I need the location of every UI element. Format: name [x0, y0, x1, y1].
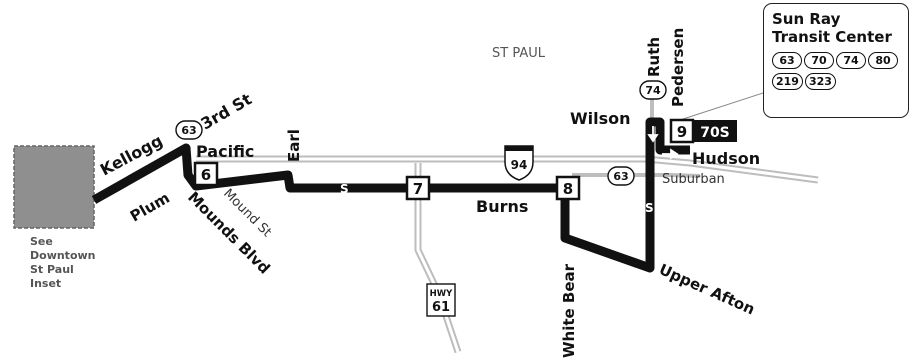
transit-center-route-badge[interactable]: 80: [868, 52, 898, 69]
hwy61-road-inner: [416, 163, 460, 353]
interstate-shield-icon: [504, 145, 534, 181]
hwy61-shield: HWY 61: [426, 283, 456, 317]
city-label: ST PAUL: [492, 46, 546, 61]
transit-center-route-badge[interactable]: 74: [836, 52, 866, 69]
transit-center-route-badge[interactable]: 323: [804, 73, 836, 90]
route-shield-ruth-74[interactable]: 74: [639, 80, 667, 100]
i94-shield: 94: [504, 145, 534, 181]
street-hudson: Hudson: [692, 149, 760, 168]
transit-center-route-badge[interactable]: 63: [772, 52, 802, 69]
street-wilson: Wilson: [570, 109, 631, 128]
street-3rd-st: 3rd St: [198, 89, 256, 133]
arrow-right-icon: [670, 148, 679, 160]
street-pedersen: Pedersen: [669, 28, 687, 107]
transit-center-callout-line: [679, 91, 767, 121]
stop-number: 9: [677, 123, 687, 141]
transit-center-routes: 63 70 74 80 219 323: [772, 52, 904, 90]
transit-center-title-line-2: Transit Center: [772, 28, 892, 46]
inset-note-line-4: Inset: [30, 277, 61, 290]
stop-number: 6: [201, 166, 211, 184]
street-burns: Burns: [476, 197, 528, 216]
inset-note-line-2: Downtown: [30, 249, 96, 262]
route-shield-number: 63: [613, 170, 628, 183]
route-line: [91, 117, 690, 273]
stop-9-route-tag: [693, 120, 737, 142]
hwy61-label: HWY: [430, 289, 453, 299]
route-shield-kellogg-63[interactable]: 63: [175, 120, 203, 140]
route-shield-number: 74: [645, 84, 661, 97]
stop-number: 8: [563, 180, 573, 198]
transit-center-route-badge[interactable]: 70: [804, 52, 834, 69]
stop-7[interactable]: 7: [405, 175, 431, 201]
street-kellogg: Kellogg: [97, 131, 166, 180]
direction-arrows: [647, 126, 679, 160]
i94-number: 94: [511, 158, 528, 172]
route-shield-suburban-63[interactable]: 63: [607, 166, 635, 186]
transit-center-box[interactable]: Sun Ray Transit Center 63 70 74 80 219 3…: [763, 3, 909, 118]
street-pacific: Pacific: [196, 142, 254, 161]
suburban-road: [572, 173, 701, 178]
street-suburban: Suburban: [662, 172, 725, 187]
inset-note-line-1: See: [30, 235, 53, 248]
street-upper-afton: Upper Afton: [656, 260, 757, 318]
downtown-inset-area[interactable]: [13, 145, 95, 229]
street-plum: Plum: [127, 189, 173, 226]
street-earl: Earl: [285, 129, 303, 162]
inset-note-line-3: St Paul: [30, 263, 74, 276]
stop-9-route-label: 70S: [700, 125, 730, 141]
s-marker-afton: S: [645, 201, 654, 215]
s-marker-burns: S: [340, 182, 349, 196]
street-ruth: Ruth: [645, 37, 663, 77]
transit-center-title-line-1: Sun Ray: [772, 10, 841, 28]
arrow-down-icon: [647, 134, 659, 143]
stop-8[interactable]: 8: [555, 175, 581, 201]
i94-road-inner: [196, 157, 819, 182]
stop-9[interactable]: 9 70S: [669, 118, 737, 144]
route-main-path[interactable]: [91, 117, 690, 273]
street-white-bear: White Bear: [560, 263, 578, 358]
stop-6[interactable]: 6: [193, 161, 219, 187]
transit-center-route-badge[interactable]: 219: [772, 73, 803, 90]
route-shield-number: 63: [181, 124, 196, 137]
hwy61-number: 61: [432, 300, 450, 315]
stop-number: 7: [413, 180, 423, 198]
